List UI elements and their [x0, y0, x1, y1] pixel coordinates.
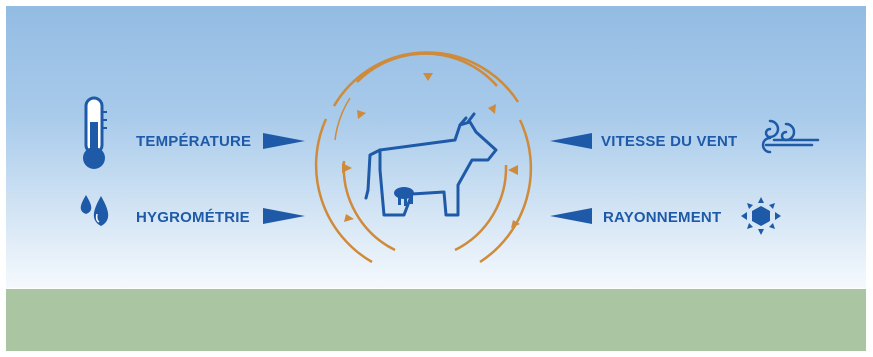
label-wind-speed: VITESSE DU VENT	[601, 133, 737, 150]
wind-icon	[763, 121, 818, 152]
arc-arrowheads	[342, 73, 520, 228]
water-drops-icon	[81, 195, 108, 226]
thermometer-icon	[83, 98, 107, 169]
arrow-humidity	[263, 208, 305, 224]
arrow-wind	[550, 133, 592, 149]
cow-icon	[366, 114, 496, 215]
arrow-temperature	[263, 133, 305, 149]
circular-arcs	[316, 53, 531, 262]
label-temperature: TEMPÉRATURE	[136, 133, 251, 150]
arrow-radiation	[550, 208, 592, 224]
sun-icon	[741, 197, 781, 235]
cow-udder	[394, 187, 414, 206]
label-humidity: HYGROMÉTRIE	[136, 209, 250, 226]
label-radiation: RAYONNEMENT	[603, 209, 721, 226]
